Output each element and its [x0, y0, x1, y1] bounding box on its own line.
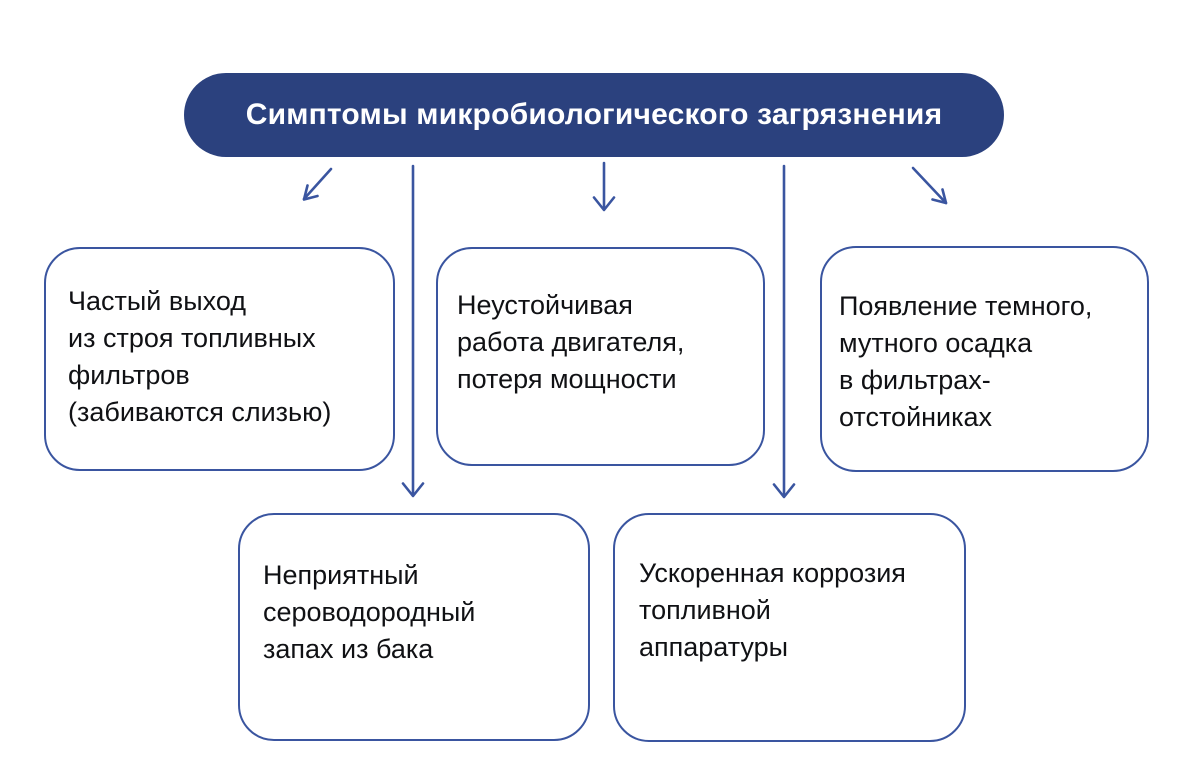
arrow-down-long-right-icon: [772, 164, 796, 499]
symptom-text: Ускоренная коррозия топливной аппаратуры: [639, 558, 906, 662]
diagram-title: Симптомы микробиологического загрязнения: [245, 98, 943, 131]
arrow-down-long-left-icon: [401, 164, 425, 498]
arrow-down-icon: [592, 161, 616, 212]
symptom-text: Неустойчивая работа двигателя, потеря мо…: [457, 290, 685, 394]
symptom-text: Появление темного, мутного осадка в филь…: [839, 291, 1093, 432]
symptom-box-fast-corrosion: Ускоренная коррозия топливной аппаратуры: [613, 513, 966, 742]
diagram-title-box: Симптомы микробиологического загрязнения: [184, 73, 1004, 157]
symptom-box-dark-sediment: Появление темного, мутного осадка в филь…: [820, 246, 1149, 472]
symptom-text: Неприятный сероводородный запах из бака: [263, 560, 476, 664]
symptom-text: Частый выход из строя топливных фильтров…: [68, 286, 332, 427]
symptom-box-sulfur-smell: Неприятный сероводородный запах из бака: [238, 513, 590, 741]
symptom-box-engine-unstable: Неустойчивая работа двигателя, потеря мо…: [436, 247, 765, 466]
symptom-box-filters-failure: Частый выход из строя топливных фильтров…: [44, 247, 395, 471]
arrow-down-left-icon: [302, 167, 333, 201]
arrow-down-right-icon: [911, 166, 948, 205]
